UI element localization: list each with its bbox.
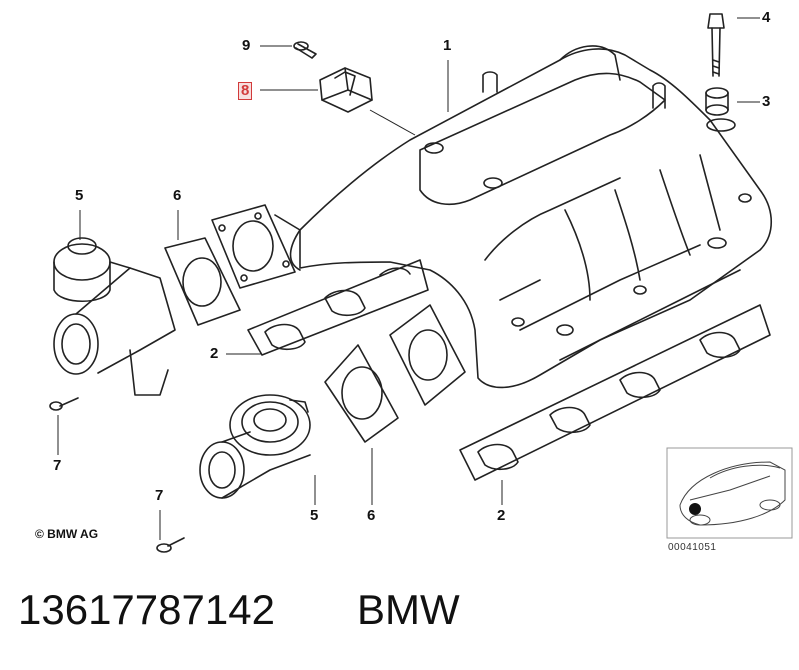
grommet-3 [705, 87, 736, 132]
callout-1: 1 [443, 37, 452, 54]
gasket-6-lower [324, 344, 399, 443]
gasket-2-lower [459, 304, 771, 481]
gasket-6-upper [164, 237, 241, 326]
callout-6-lower: 6 [367, 507, 376, 524]
bolt-7-upper [49, 397, 79, 411]
bolt-4 [707, 13, 725, 77]
flange-upper [211, 204, 296, 289]
part-number: 13617787142 [18, 586, 275, 633]
egr-valve-upper [53, 237, 176, 396]
callout-4: 4 [762, 9, 771, 26]
callout-7-upper: 7 [53, 457, 62, 474]
intake-manifold [274, 45, 772, 389]
callout-2-upper: 2 [210, 345, 219, 362]
callout-9: 9 [242, 37, 251, 54]
callout-3: 3 [762, 93, 771, 110]
brand-name: BMW [357, 586, 460, 633]
copyright-text: © BMW AG [35, 527, 99, 541]
flange-lower [389, 304, 466, 406]
callout-6-upper: 6 [173, 187, 182, 204]
bolt-9 [293, 41, 317, 59]
diagram-code: 00041051 [668, 542, 717, 553]
callout-2-lower: 2 [497, 507, 506, 524]
vehicle-location-inset [666, 447, 793, 539]
callout-5-upper: 5 [75, 187, 84, 204]
leader-lines [57, 17, 760, 540]
callout-7-lower: 7 [155, 487, 164, 504]
callout-8-highlighted[interactable]: 8 [238, 82, 253, 100]
callout-5-lower: 5 [310, 507, 319, 524]
egr-valve-lower [199, 394, 311, 499]
bolt-7-lower [156, 537, 185, 553]
sensor-8 [319, 67, 373, 113]
gasket-2-upper [247, 259, 429, 356]
